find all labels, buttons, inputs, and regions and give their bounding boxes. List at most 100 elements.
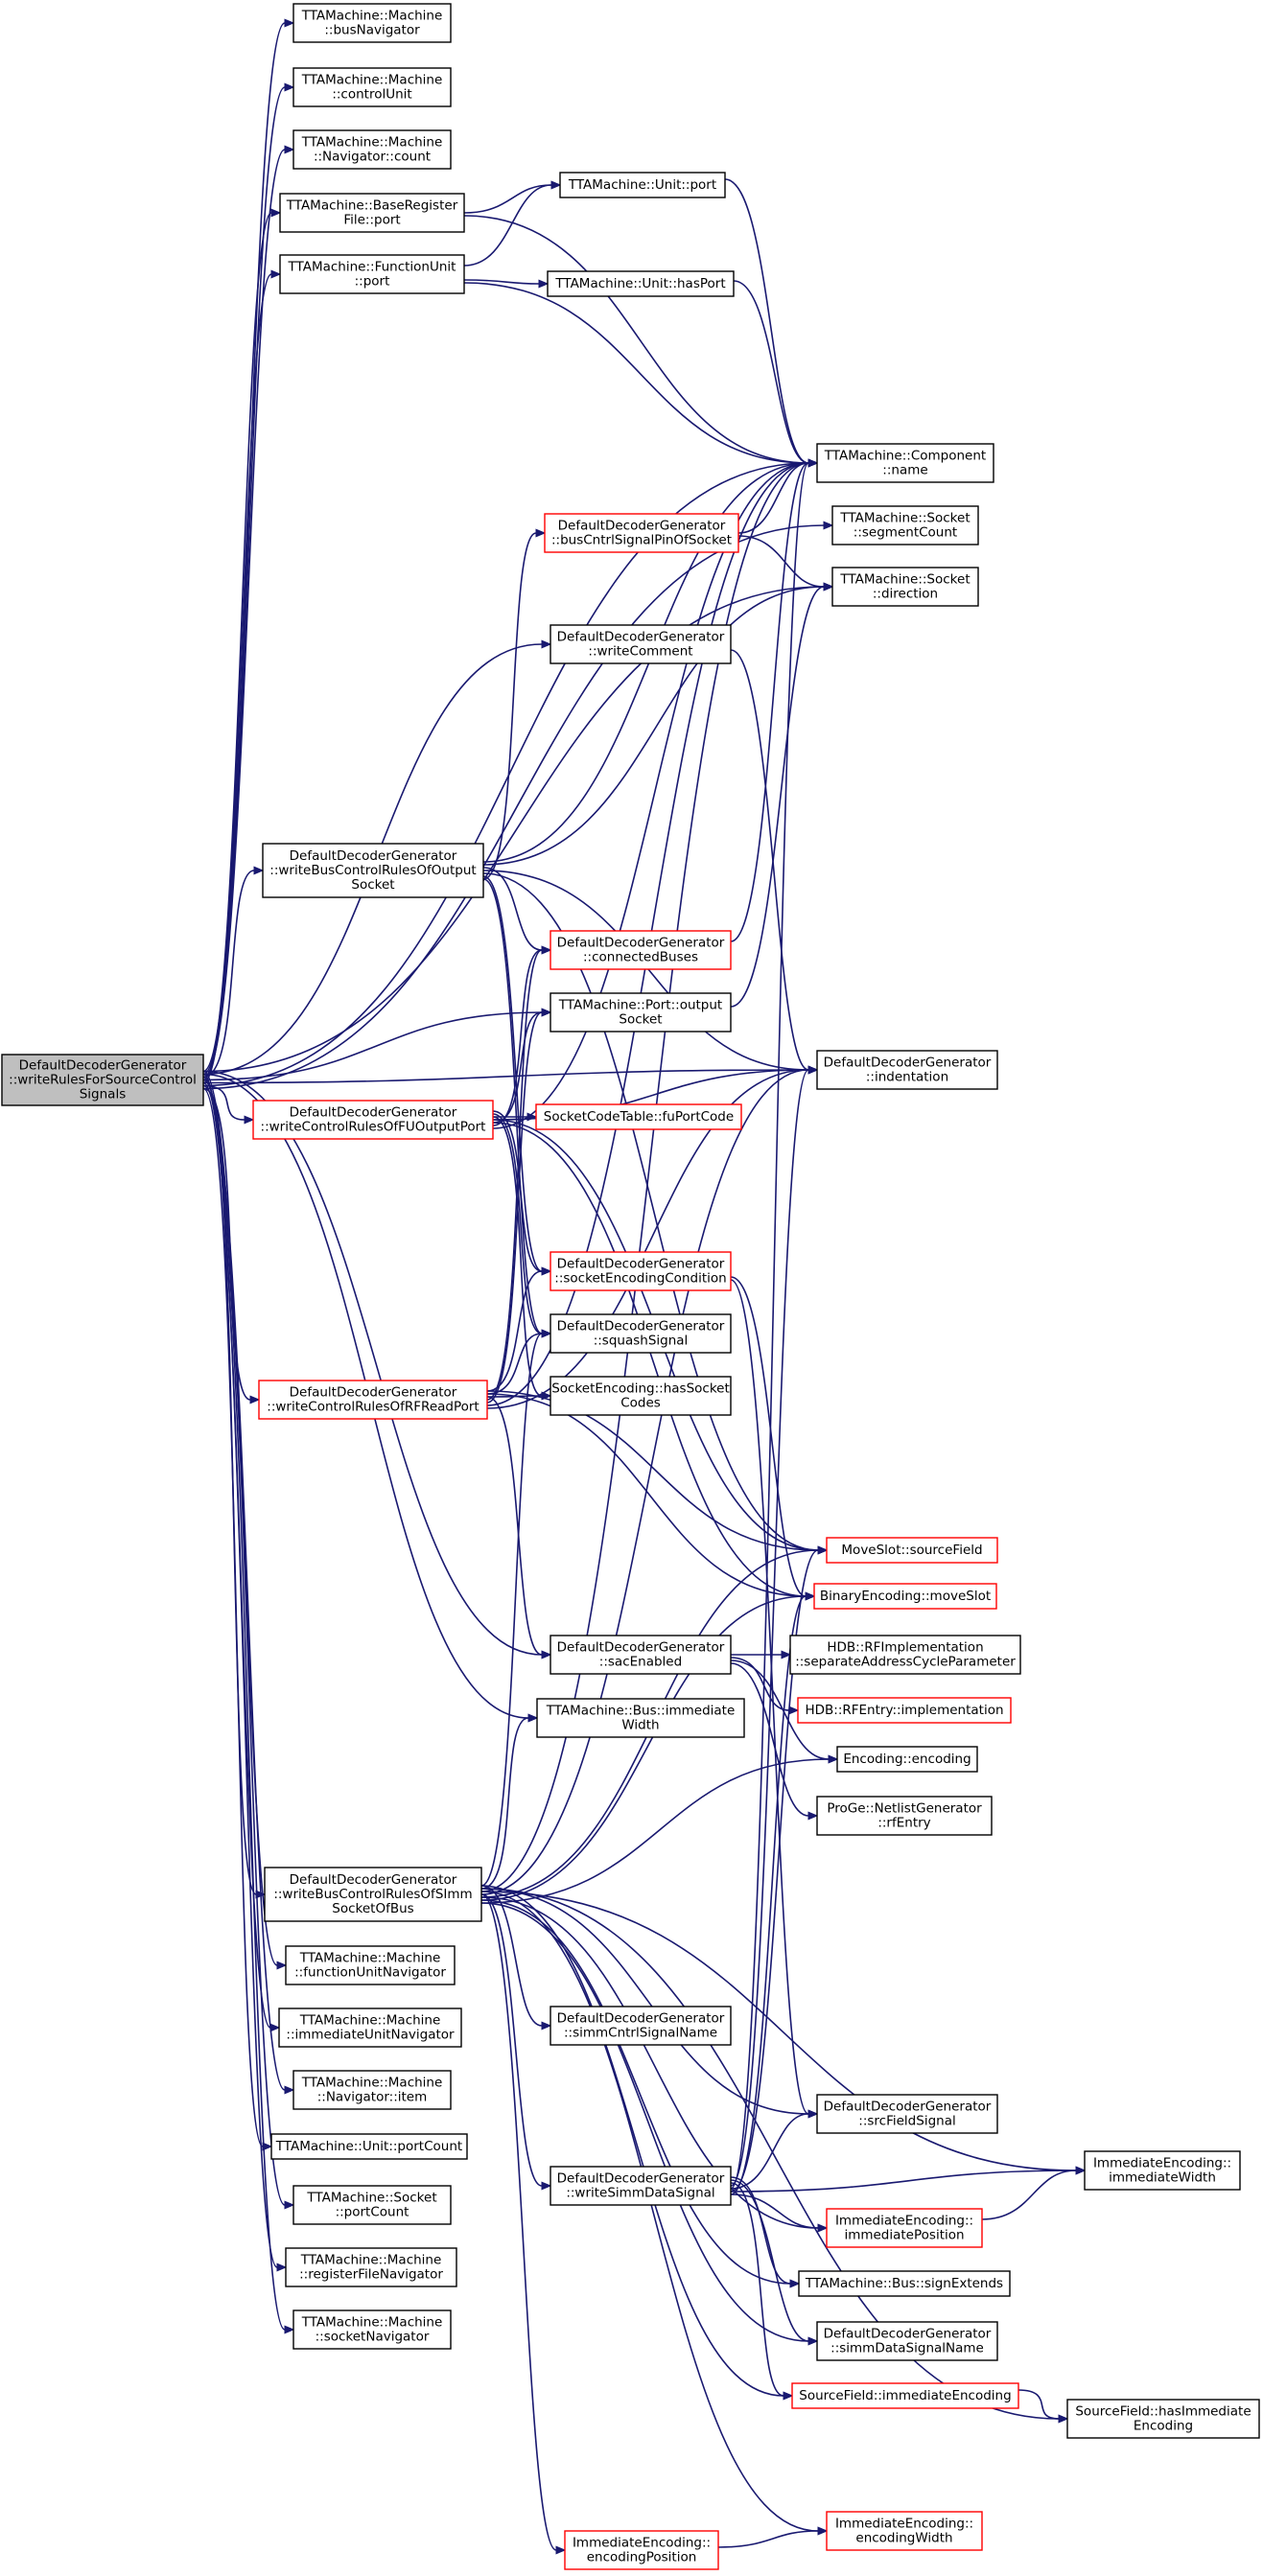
- node-fuNav[interactable]: TTAMachine::Machine::functionUnitNavigat…: [285, 1945, 456, 1985]
- node-srcField[interactable]: MoveSlot::sourceField: [826, 1537, 998, 1564]
- node-wbcOut[interactable]: DefaultDecoderGenerator::writeBusControl…: [262, 843, 484, 898]
- node-label-line: ::Navigator::item: [317, 2090, 428, 2105]
- node-label-line: ::writeBusControlRulesOfOutput: [269, 863, 476, 878]
- edge-sfImmEnc-to-sfHasImm: [1017, 2389, 1060, 2420]
- node-rfEntryImpl[interactable]: HDB::RFEntry::implementation: [797, 1697, 1012, 1724]
- edge-wsimmData-to-moveSlot: [730, 1595, 807, 2195]
- node-writeComment[interactable]: DefaultDecoderGenerator::writeComment: [550, 624, 732, 664]
- node-label-line: DefaultDecoderGenerator: [290, 1872, 457, 1888]
- node-sockNav[interactable]: TTAMachine::Machine::socketNavigator: [292, 2309, 452, 2350]
- edge-wsimmData-to-sfImmEnc: [730, 2182, 784, 2397]
- node-wsimmData[interactable]: DefaultDecoderGenerator::writeSimmDataSi…: [550, 2166, 732, 2206]
- edge-root-to-sockNav: [202, 1076, 286, 2331]
- edge-arrowhead: [817, 1545, 829, 1555]
- node-sacEnabled[interactable]: DefaultDecoderGenerator::sacEnabled: [550, 1635, 732, 1675]
- edge-wbcImm-to-encPos: [480, 1893, 557, 2551]
- node-wcRF[interactable]: DefaultDecoderGenerator::writeControlRul…: [258, 1380, 488, 1420]
- node-wbcImm[interactable]: DefaultDecoderGenerator::writeBusControl…: [264, 1867, 482, 1922]
- node-moveSlot[interactable]: BinaryEncoding::moveSlot: [813, 1583, 997, 1610]
- node-label-line: ::immediateUnitNavigator: [286, 2028, 455, 2043]
- node-encW[interactable]: ImmediateEncoding::encodingWidth: [826, 2511, 983, 2551]
- node-simmDataName[interactable]: DefaultDecoderGenerator::simmDataSignalN…: [816, 2321, 998, 2361]
- node-label-line: ::busNavigator: [324, 23, 420, 38]
- node-label-line: ::simmDataSignalName: [830, 2341, 984, 2356]
- node-immW[interactable]: ImmediateEncoding::immediateWidth: [1084, 2150, 1241, 2191]
- edge-arrowhead: [783, 2391, 794, 2401]
- node-simmCntrl[interactable]: DefaultDecoderGenerator::simmCntrlSignal…: [550, 2006, 732, 2046]
- node-navItem[interactable]: TTAMachine::Machine::Navigator::item: [292, 2070, 452, 2110]
- node-compName[interactable]: TTAMachine::Component::name: [816, 443, 994, 483]
- node-box: [789, 1635, 1021, 1675]
- node-rfNav[interactable]: TTAMachine::Machine::registerFileNavigat…: [285, 2247, 457, 2287]
- node-sockEncCond[interactable]: DefaultDecoderGenerator::socketEncodingC…: [550, 1251, 732, 1291]
- node-label-line: DefaultDecoderGenerator: [557, 2011, 725, 2027]
- edge-wcFU-to-compName: [492, 462, 809, 1129]
- node-sfImmEnc[interactable]: SourceField::immediateEncoding: [791, 2382, 1019, 2409]
- node-squash[interactable]: DefaultDecoderGenerator::squashSignal: [550, 1313, 732, 1354]
- node-fuPortCode[interactable]: SocketCodeTable::fuPortCode: [535, 1103, 742, 1130]
- node-box: [816, 2094, 998, 2134]
- edge-arrowhead: [253, 866, 265, 875]
- edge-immPos-to-immW: [981, 2170, 1077, 2220]
- node-busSignExt[interactable]: TTAMachine::Bus::signExtends: [798, 2270, 1011, 2297]
- edge-arrowhead: [541, 2181, 552, 2191]
- edge-wsimmData-to-srcField: [730, 1549, 819, 2193]
- edge-root-to-indent: [202, 1069, 809, 1084]
- edge-busCntrl-to-compName: [737, 462, 809, 534]
- edge-wbcOut-to-sockEncCond: [482, 875, 543, 1272]
- node-srcFieldSig[interactable]: DefaultDecoderGenerator::srcFieldSignal: [816, 2094, 998, 2134]
- node-fuPort[interactable]: TTAMachine::FunctionUnit::port: [279, 254, 465, 294]
- node-connBuses[interactable]: DefaultDecoderGenerator::connectedBuses: [550, 930, 732, 970]
- node-box: [292, 3, 452, 43]
- node-immNav[interactable]: TTAMachine::Machine::immediateUnitNaviga…: [278, 2007, 462, 2048]
- node-progeRF[interactable]: ProGe::NetlistGenerator::rfEntry: [816, 1796, 993, 1836]
- edge-root-to-rfNav: [202, 1073, 278, 2268]
- node-label-line: ImmediateEncoding::: [1093, 2156, 1231, 2171]
- edge-wbcImm-to-busImmW: [480, 1717, 529, 1890]
- edge-arrowhead: [535, 528, 547, 538]
- node-busCntrl[interactable]: DefaultDecoderGenerator::busCntrlSignalP…: [544, 513, 739, 553]
- edge-root-to-fuNav: [202, 1079, 278, 1966]
- node-encPos[interactable]: ImmediateEncoding::encodingPosition: [564, 2530, 719, 2570]
- edge-arrowhead: [541, 1008, 552, 1017]
- node-root[interactable]: DefaultDecoderGenerator::writeRulesForSo…: [1, 1054, 204, 1106]
- node-box: [797, 1697, 1012, 1724]
- node-label-line: ImmediateEncoding::: [835, 2517, 973, 2532]
- edge-wbcImm-to-immPos: [480, 1896, 819, 2229]
- edge-arrowhead: [541, 639, 552, 649]
- node-label-line: ::sacEnabled: [599, 1655, 682, 1670]
- edge-wcFU-to-moveSlot: [492, 1122, 807, 1597]
- node-indent[interactable]: DefaultDecoderGenerator::indentation: [816, 1050, 998, 1090]
- node-label-line: SocketCodeTable::fuPortCode: [544, 1109, 734, 1125]
- edge-wsimmData-to-immW: [730, 2170, 1077, 2193]
- node-unitPort[interactable]: TTAMachine::Unit::port: [559, 172, 726, 198]
- node-rfImplSep[interactable]: HDB::RFImplementation::separateAddressCy…: [789, 1635, 1021, 1675]
- edge-wbcImm-to-moveSlot: [480, 1595, 807, 1901]
- node-unitHasPort[interactable]: TTAMachine::Unit::hasPort: [547, 270, 735, 297]
- node-ctrlUnit[interactable]: TTAMachine::Machine::controlUnit: [292, 67, 452, 107]
- node-busNav[interactable]: TTAMachine::Machine::busNavigator: [292, 3, 452, 43]
- node-box: [550, 1251, 732, 1291]
- edge-wbcImm-to-srcFieldSig: [480, 1888, 809, 2115]
- node-label-line: ::busCntrlSignalPinOfSocket: [551, 533, 732, 548]
- node-busImmW[interactable]: TTAMachine::Bus::immediateWidth: [536, 1698, 745, 1738]
- node-unitPortCount[interactable]: TTAMachine::Unit::portCount: [270, 2133, 468, 2160]
- node-sockPortCount[interactable]: TTAMachine::Socket::portCount: [292, 2185, 452, 2225]
- node-box: [278, 2007, 462, 2048]
- node-sockSeg[interactable]: TTAMachine::Socket::segmentCount: [831, 505, 979, 545]
- node-sockDir[interactable]: TTAMachine::Socket::direction: [831, 567, 979, 607]
- node-encEnc[interactable]: Encoding::encoding: [836, 1746, 978, 1773]
- node-label-line: ::name: [882, 463, 927, 478]
- node-immPos[interactable]: ImmediateEncoding::immediatePosition: [826, 2208, 983, 2248]
- node-navCount[interactable]: TTAMachine::Machine::Navigator::count: [292, 129, 452, 170]
- edge-arrowhead: [817, 2223, 829, 2233]
- edge-arrowhead: [550, 180, 562, 190]
- edge-root-to-wbcOut: [202, 870, 255, 1079]
- node-label-line: DefaultDecoderGenerator: [557, 630, 725, 645]
- edge-wbcImm-to-squash: [480, 1333, 543, 1887]
- node-wcFU[interactable]: DefaultDecoderGenerator::writeControlRul…: [252, 1100, 494, 1140]
